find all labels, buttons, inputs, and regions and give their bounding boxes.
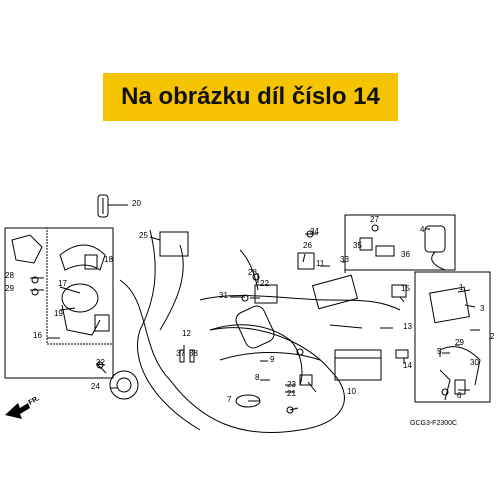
callout-label: 34 — [310, 227, 319, 236]
coil-31-icon — [235, 305, 275, 349]
fuse-15-icon — [391, 284, 407, 298]
callout-label: 4 — [420, 225, 425, 234]
battery-icon — [334, 349, 382, 381]
callout-label: 29 — [5, 284, 14, 293]
callout-layer: 1234567891011121314151617181920212223242… — [0, 0, 495, 404]
callout-label: 20 — [132, 199, 141, 208]
callout-label: 15 — [401, 284, 410, 293]
callout-label: 35 — [353, 241, 362, 250]
callout-label: 37 — [176, 349, 185, 358]
relay-22-icon — [254, 284, 278, 304]
switch-group-box — [4, 227, 114, 379]
callout-label: 13 — [403, 322, 412, 331]
callout-label: 29 — [455, 338, 464, 347]
callout-label: 26 — [303, 241, 312, 250]
key-icon — [97, 194, 128, 218]
callout-label: 2 — [490, 332, 495, 341]
callout-label: 33 — [340, 255, 349, 264]
callout-label: 23 — [287, 380, 296, 389]
callout-label: 16 — [33, 331, 42, 340]
switch-body-icon — [61, 283, 99, 313]
ignition-switch-icon — [59, 244, 106, 271]
callout-label: 14 — [403, 361, 412, 370]
callout-label: 31 — [219, 291, 228, 300]
callout-label: 19 — [54, 309, 63, 318]
callout-label: 38 — [189, 349, 198, 358]
callout-label: 1 — [459, 283, 464, 292]
direction-label: FR. — [28, 395, 41, 407]
callout-label: 36 — [401, 250, 410, 259]
part-number-banner: Na obrázku díl číslo 14 — [103, 73, 398, 121]
callout-label: 39 — [0, 0, 9, 2]
callout-label: 22 — [260, 279, 269, 288]
callout-label: 10 — [347, 387, 356, 396]
callout-label: 7 — [227, 395, 232, 404]
callout-label: 5 — [437, 347, 442, 356]
regulator-icon — [429, 286, 470, 324]
horn-icon — [109, 370, 139, 400]
fuse-14-icon — [395, 349, 409, 359]
banner-text: Na obrázku díl číslo 14 — [121, 83, 380, 110]
main-harness-line — [119, 279, 345, 434]
callout-label: 12 — [182, 329, 191, 338]
diagram-code: GCG3-F2300C — [410, 420, 457, 427]
callout-label: 6 — [457, 391, 462, 400]
relay-26-icon — [297, 252, 315, 270]
callout-label: 28 — [248, 268, 257, 277]
callout-label: 11 — [316, 259, 325, 268]
callout-label: 30 — [470, 358, 479, 367]
callout-label: 21 — [287, 389, 296, 398]
callout-label: 8 — [255, 373, 260, 382]
left-switch-icon — [11, 234, 43, 264]
callout-label: 25 — [139, 231, 148, 240]
regulator-group-box — [414, 271, 491, 403]
cdi-unit-icon — [311, 274, 359, 310]
callout-label: 18 — [104, 255, 113, 264]
relay-25-icon — [159, 231, 189, 257]
callout-label: 27 — [370, 215, 379, 224]
callout-label: 3 — [480, 304, 485, 313]
callout-label: 32 — [96, 358, 105, 367]
ignition-coil-icon — [424, 225, 446, 253]
callout-label: 9 — [270, 355, 275, 364]
callout-label: 24 — [91, 382, 100, 391]
callout-label: 40 — [0, 0, 9, 2]
callout-label: 28 — [5, 271, 14, 280]
front-direction-arrow: FR. — [5, 395, 41, 419]
callout-label: 17 — [58, 279, 67, 288]
